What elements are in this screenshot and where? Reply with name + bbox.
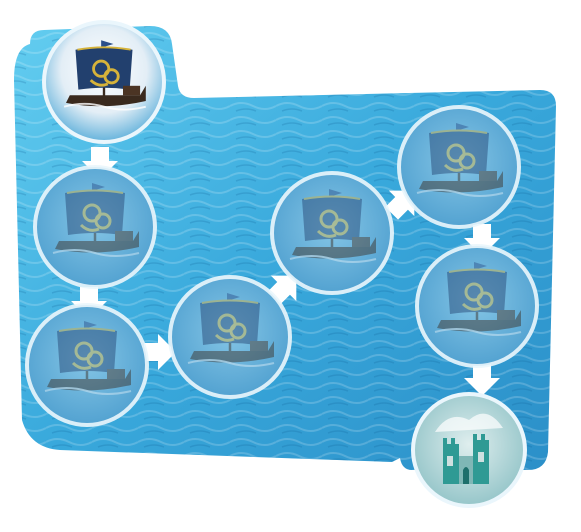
track-space-5[interactable] <box>270 171 394 295</box>
track-space-2[interactable] <box>33 165 157 289</box>
track-space-start[interactable] <box>42 20 166 144</box>
track-space-6[interactable] <box>397 105 521 229</box>
track-space-destination[interactable] <box>411 392 527 508</box>
track-space-3[interactable] <box>25 303 149 427</box>
track-space-7[interactable] <box>415 244 539 368</box>
track-space-4[interactable] <box>168 275 292 399</box>
